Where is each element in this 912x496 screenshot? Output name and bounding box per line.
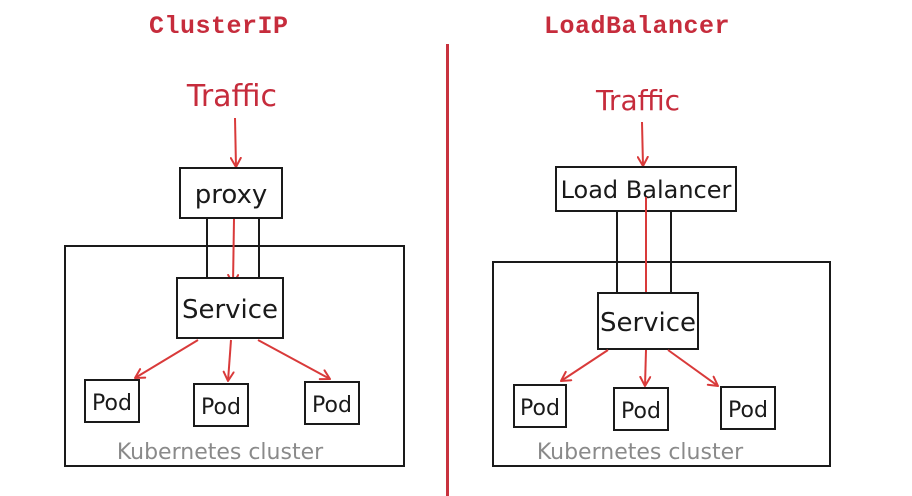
right-traffic-arrow [636,121,649,167]
left-pod-label: Pod [201,395,241,420]
panel-divider [446,44,449,496]
right-pod-box [720,386,776,430]
right-traffic-label: Traffic [595,84,680,117]
loadbalancer-title: LoadBalancer [544,12,731,41]
right-service-to-pod-arrow [667,349,719,387]
right-cluster-box [492,261,831,467]
left-pod-box [193,383,249,427]
right-pod-box [513,384,567,428]
right-pod-label: Pod [520,396,560,421]
clusterip-diagram: Traffic proxy Service Pod Pod Pod Kubern… [64,79,405,467]
left-pod-label: Pod [312,393,352,418]
left-pod-box [84,379,140,423]
right-service-box [597,292,699,350]
left-service-to-pod-arrow [134,339,199,379]
clusterip-title: ClusterIP [149,12,289,41]
right-cluster-label: Kubernetes cluster [537,440,744,465]
right-service-label: Service [600,308,696,338]
loadbalancer-diagram: Traffic Load Balancer Service Pod Pod Po… [492,84,831,467]
right-pod-label: Pod [728,398,768,423]
proxy-label: proxy [195,180,268,210]
left-proxy-to-service-arrow [227,218,240,285]
left-traffic-arrow [229,117,242,168]
left-traffic-label: Traffic [186,79,277,114]
right-pod-box [613,387,669,431]
left-service-label: Service [182,295,278,325]
left-service-to-pod-arrow [222,339,235,382]
proxy-box [179,167,283,219]
right-service-to-pod-arrow [560,349,609,382]
left-cluster-label: Kubernetes cluster [117,440,324,465]
left-service-box [176,277,284,339]
right-service-to-pod-arrow [639,349,652,387]
left-service-to-pod-arrow [257,339,331,381]
left-pod-label: Pod [92,391,132,416]
left-pod-box [304,381,360,425]
right-pod-label: Pod [621,399,661,424]
